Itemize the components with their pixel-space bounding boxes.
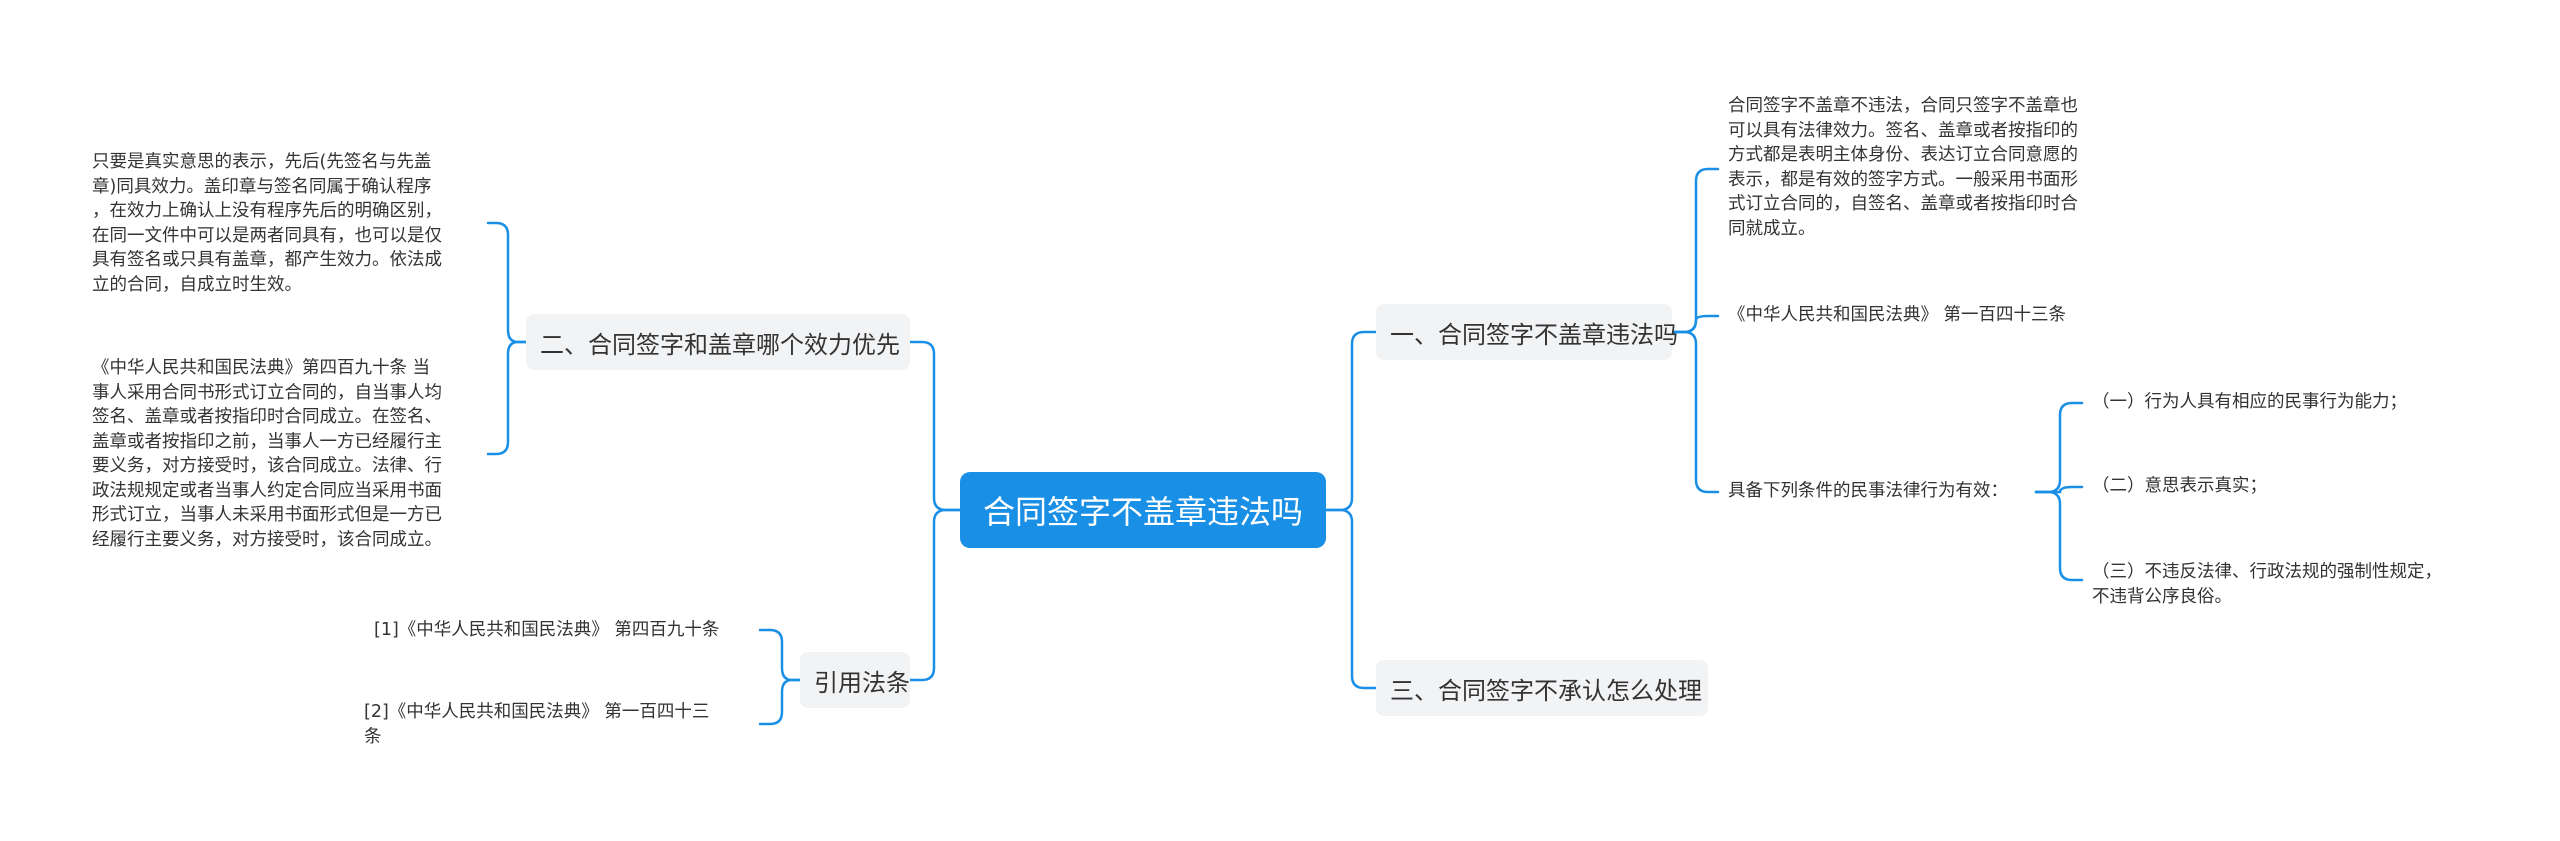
link-b1-c1 [1670, 167, 1720, 334]
root-topic[interactable]: 合同签字不盖章违法吗 [960, 472, 1326, 548]
link-b2-c1 [486, 221, 528, 344]
branch-signature-vs-seal-priority[interactable]: 二、合同签字和盖章哪个效力优先 [526, 314, 910, 370]
leaf-civil-code-490: 《中华人民共和国民法典》第四百九十条 当 事人采用合同书形式订立合同的，自当事人… [92, 358, 442, 550]
link-root-b2 [908, 340, 962, 512]
item-capacity: （一）行为人具有相应的民事行为能力； [2092, 392, 2407, 412]
leaf-signature-validity-text: 合同签字不盖章不违法，合同只签字不盖章也 可以具有法律效力。签名、盖章或者按指印… [1728, 96, 2078, 239]
link-b1-c3 [1670, 330, 1720, 494]
leaf-civil-code-143: 《中华人民共和国民法典》 第一百四十三条 [1728, 305, 2067, 325]
branch-signature-denied[interactable]: 三、合同签字不承认怎么处理 [1376, 660, 1708, 716]
citation-2: [2]《中华人民共和国民法典》 第一百四十三 条 [364, 702, 710, 747]
item-true-intention: （二）意思表示真实； [2092, 476, 2267, 496]
link-c3-i3 [2034, 490, 2084, 582]
item-no-violation: （三）不违反法律、行政法规的强制性规定， 不违背公序良俗。 [2092, 562, 2442, 607]
branch-cited-laws[interactable]: 引用法条 [800, 652, 910, 708]
leaf-order-explanation: 只要是真实意思的表示，先后(先签名与先盖 章)同具效力。盖印章与签名同属于确认程… [92, 152, 442, 295]
branch-contract-signature-no-seal[interactable]: 一、合同签字不盖章违法吗 [1376, 304, 1678, 360]
link-b4-c2 [758, 678, 802, 726]
leaf-valid-conditions: 具备下列条件的民事法律行为有效： [1728, 481, 2008, 501]
link-root-b1 [1324, 330, 1378, 512]
link-root-b3 [1324, 508, 1378, 690]
citation-1: [1]《中华人民共和国民法典》 第四百九十条 [374, 620, 720, 640]
link-root-b4 [908, 508, 962, 682]
link-b4-c1 [758, 628, 802, 682]
link-b2-c2 [486, 340, 528, 456]
